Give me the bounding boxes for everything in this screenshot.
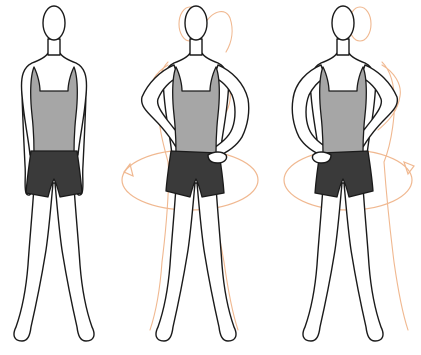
shorts <box>26 151 82 197</box>
figure-hip-rotation-right <box>284 6 414 341</box>
rotation-arrow-icon <box>404 162 414 174</box>
right-hand <box>208 152 227 163</box>
figure-hip-rotation-left <box>122 6 258 341</box>
left-hand <box>312 152 331 163</box>
rotation-arrow-icon <box>124 164 133 176</box>
figure-standing <box>14 6 94 341</box>
